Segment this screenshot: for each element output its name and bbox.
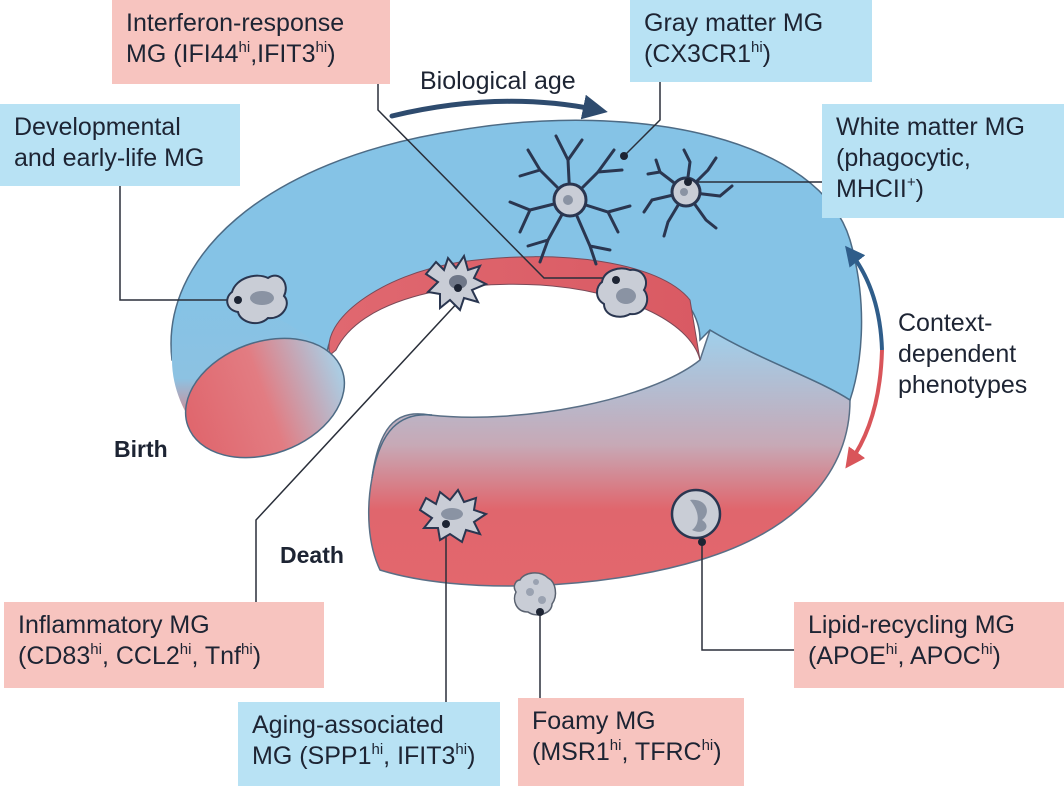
inflammatory-line1: Inflammatory MG <box>18 611 210 639</box>
developmental-line2: and early-life MG <box>14 144 205 172</box>
gray-matter-line1: Gray matter MG <box>644 9 824 37</box>
developmental-line1: Developmental <box>14 113 181 141</box>
context-arrow-upper <box>845 245 884 351</box>
connector-developmental <box>119 186 238 301</box>
lipid-line1: Lipid-recycling MG <box>808 611 1016 639</box>
ring-bottom-segment <box>368 328 851 587</box>
connector-interferon <box>377 84 616 279</box>
ring-birth-cap <box>184 337 346 459</box>
white-matter-line3: MHCII+) <box>836 173 924 203</box>
cell-gray-matter <box>508 134 632 266</box>
cell-developmental <box>226 274 288 325</box>
gray-matter-line2: (CX3CR1hi) <box>644 38 771 68</box>
cell-aging <box>418 488 489 544</box>
foamy-line1: Foamy MG <box>532 707 656 735</box>
cell-lipid-recycling <box>670 488 722 546</box>
label-lipid-recycling: Lipid-recycling MG (APOEhi, APOChi) <box>794 602 1064 688</box>
connector-gray-matter <box>623 82 661 157</box>
interferon-line2: MG (IFI44hi,IFIT3hi) <box>126 38 336 68</box>
label-inflammatory: Inflammatory MG (CD83hi, CCL2hi, Tnfhi) <box>4 602 324 688</box>
context-dependent-label: Context- dependent phenotypes <box>898 308 1027 401</box>
context-arrow-lower <box>845 349 884 469</box>
label-interferon-response: Interferon-response MG (IFI44hi,IFIT3hi) <box>112 0 390 84</box>
ring-death-edge <box>371 413 433 479</box>
biological-age-label: Biological age <box>420 67 576 95</box>
aging-line1: Aging-associated <box>252 711 444 739</box>
white-matter-line1: White matter MG <box>836 113 1025 141</box>
context-line3: phenotypes <box>898 371 1028 399</box>
ring <box>170 119 863 587</box>
cell-interferon <box>596 267 649 318</box>
death-label: Death <box>280 542 344 568</box>
connector-lines <box>119 82 842 742</box>
aging-line2: MG (SPP1hi, IFIT3hi) <box>252 740 476 770</box>
context-line2: dependent <box>898 340 1017 368</box>
biological-age-arrow <box>389 94 608 120</box>
label-foamy: Foamy MG (MSR1hi, TFRChi) <box>518 698 744 786</box>
label-white-matter: White matter MG (phagocytic, MHCII+) <box>822 104 1064 218</box>
interferon-line1: Interferon-response <box>126 9 345 37</box>
cell-white-matter <box>642 148 734 238</box>
label-aging-associated: Aging-associated MG (SPP1hi, IFIT3hi) <box>238 702 500 786</box>
foamy-line2: (MSR1hi, TFRChi) <box>532 736 722 766</box>
connector-lipid <box>701 542 796 651</box>
lipid-line2: (APOEhi, APOChi) <box>808 640 1001 670</box>
label-developmental: Developmental and early-life MG <box>0 104 240 186</box>
context-line1: Context- <box>898 309 993 337</box>
white-matter-line2: (phagocytic, <box>836 144 971 172</box>
label-gray-matter: Gray matter MG (CX3CR1hi) <box>630 0 872 82</box>
cell-inflammatory <box>424 253 489 312</box>
inflammatory-line2: (CD83hi, CCL2hi, Tnfhi) <box>18 640 262 670</box>
cell-foamy <box>513 572 557 616</box>
birth-label: Birth <box>114 436 168 462</box>
